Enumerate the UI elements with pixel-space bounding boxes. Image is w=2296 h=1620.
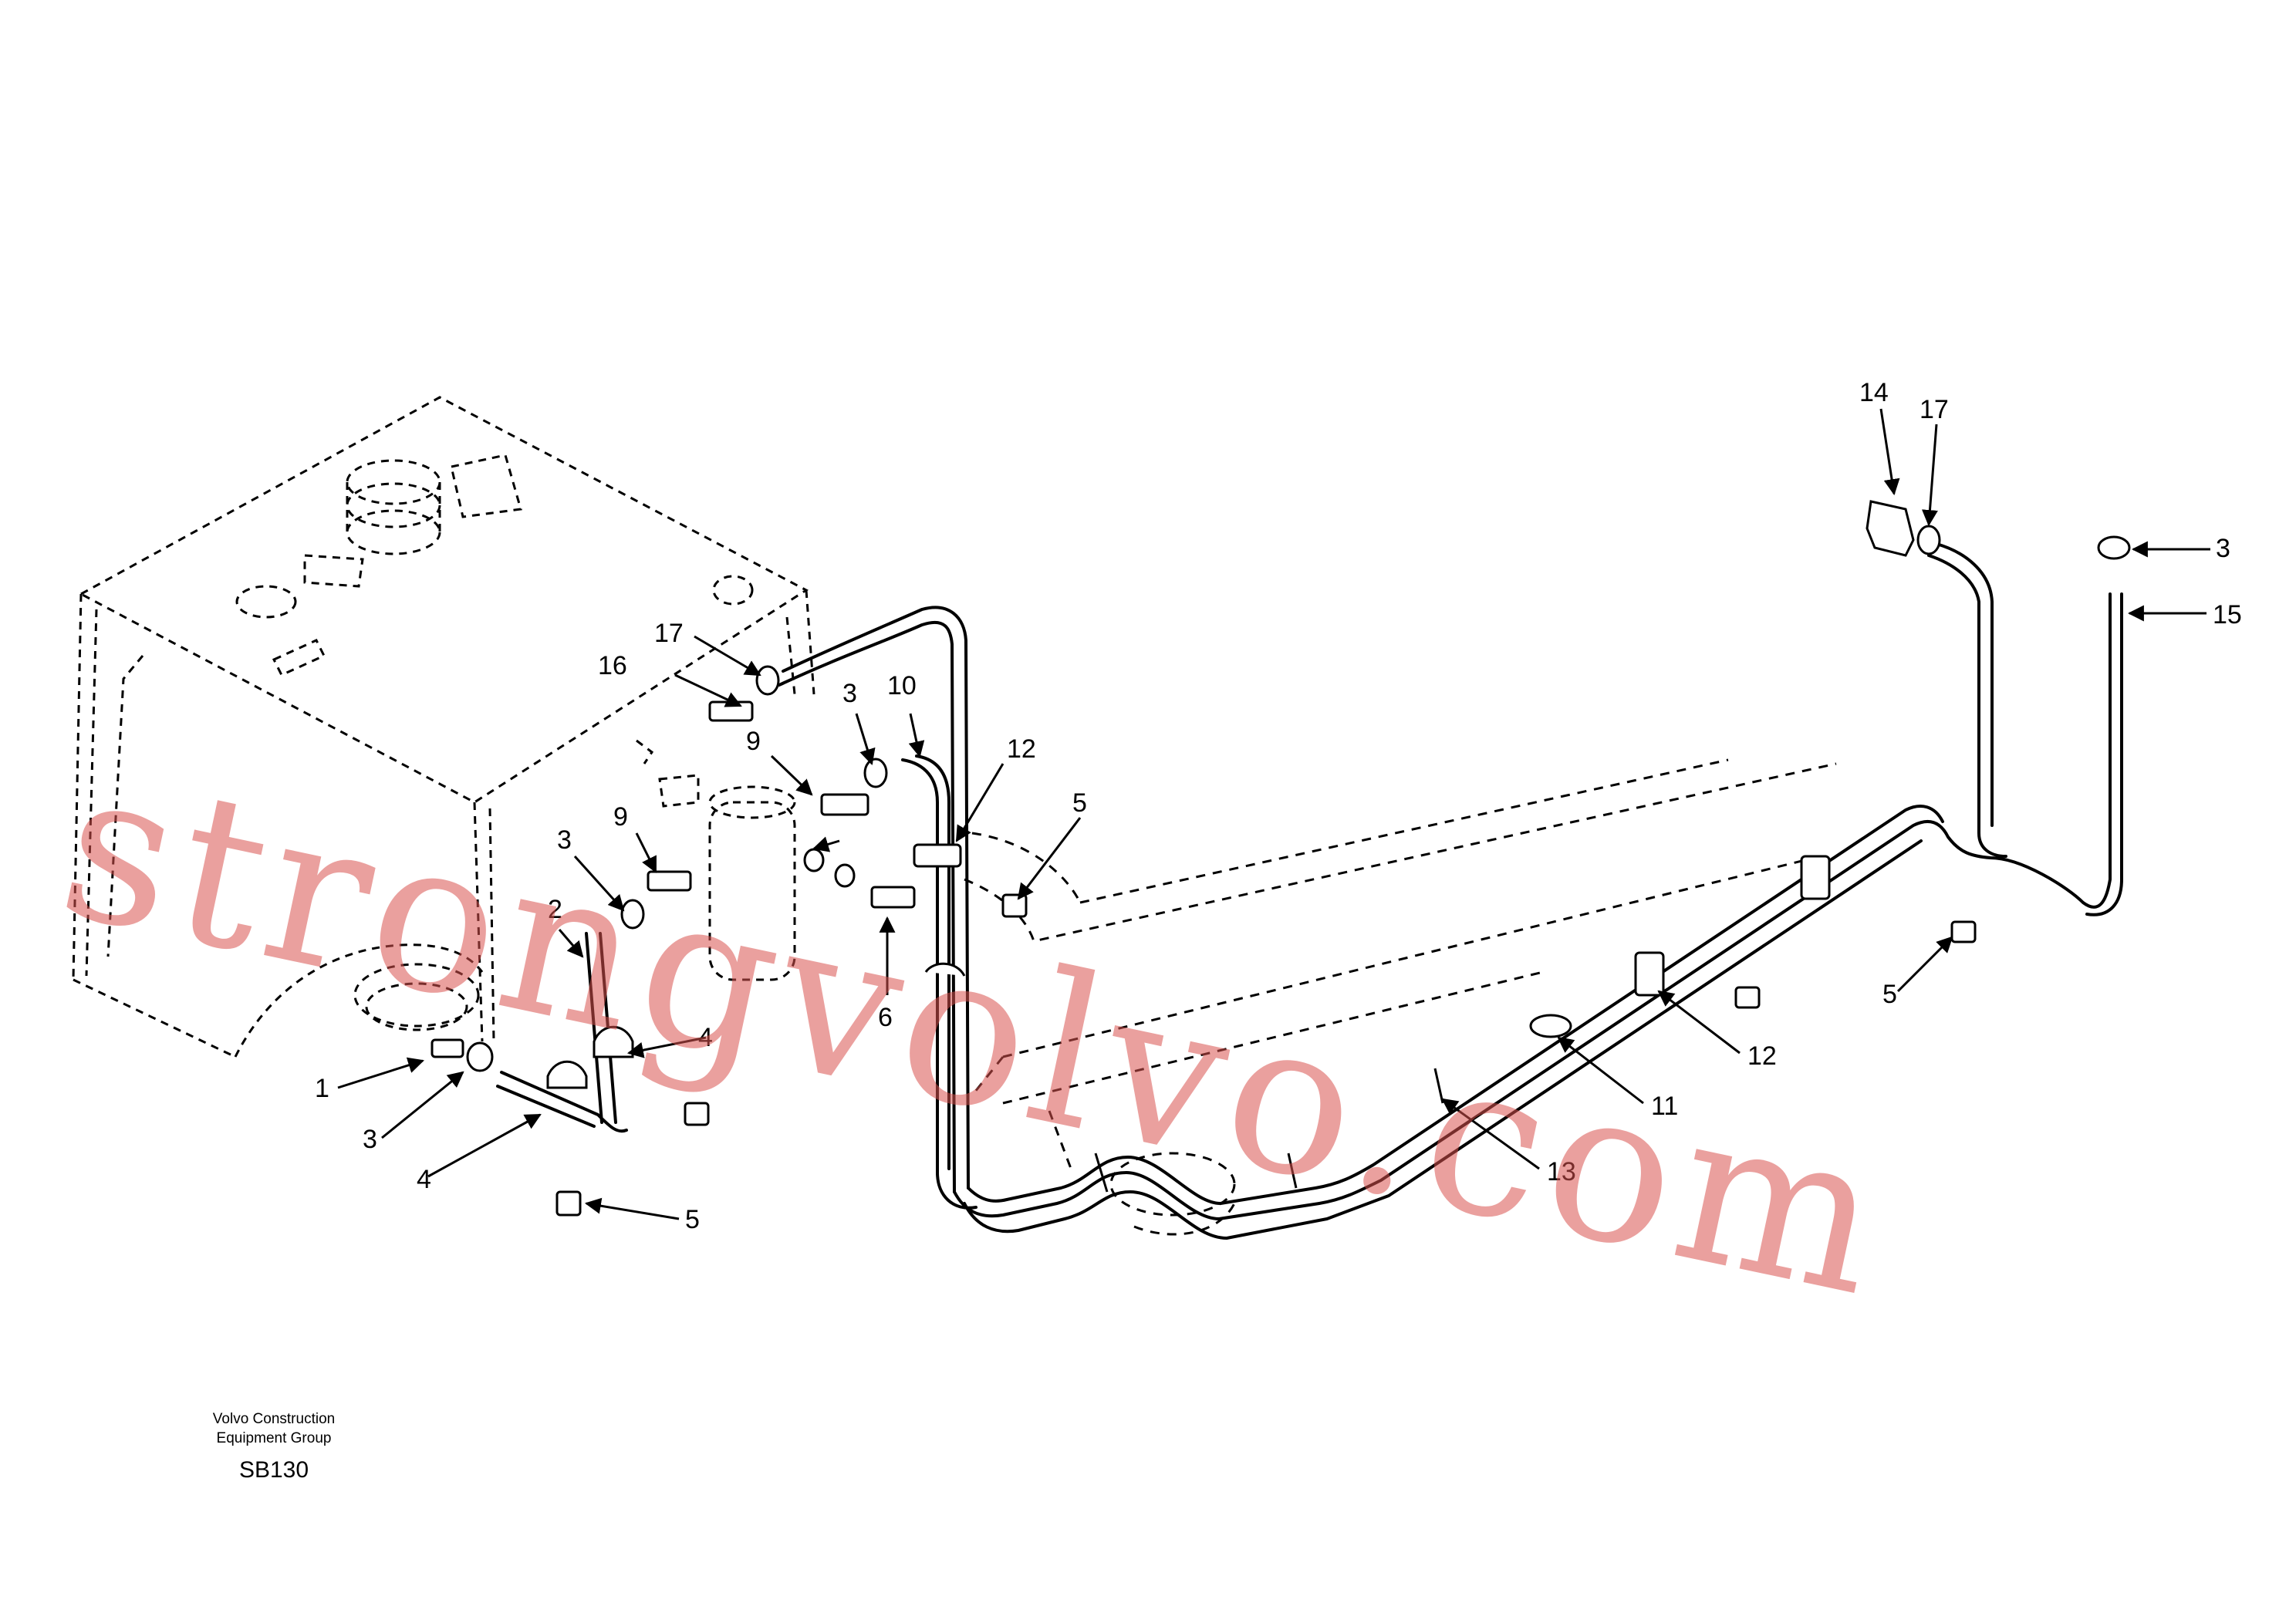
callout-3-mid: 3 — [557, 825, 572, 855]
callout-3-right: 3 — [2216, 534, 2230, 563]
hydraulic-pipes — [496, 542, 2123, 1240]
callout-15: 15 — [2213, 600, 2242, 629]
watermark-text: strongvolvo.com — [44, 721, 1908, 1344]
callout-3-top: 3 — [842, 679, 857, 708]
callout-13: 13 — [1547, 1157, 1576, 1186]
callout-4-upper: 4 — [698, 1023, 713, 1052]
callout-17-left: 17 — [654, 619, 684, 648]
callout-12-left: 12 — [1007, 734, 1036, 764]
callout-17-right: 17 — [1920, 395, 1949, 424]
hydraulic-tank-outline — [72, 396, 815, 1058]
callout-10: 10 — [887, 671, 917, 700]
footer-block: Volvo Construction Equipment Group SB130 — [213, 1411, 335, 1483]
callout-3-lower: 3 — [363, 1125, 377, 1154]
callout-5-bottom: 5 — [685, 1205, 700, 1234]
callout-11: 11 — [1651, 1092, 1678, 1121]
callout-5-mid: 5 — [1072, 788, 1087, 818]
footer-company-line2: Equipment Group — [217, 1430, 332, 1446]
callout-4-lower: 4 — [417, 1165, 431, 1194]
callout-9-mid: 9 — [746, 727, 761, 756]
fittings — [430, 500, 2131, 1217]
footer-company-line1: Volvo Construction — [213, 1411, 335, 1427]
drawing-code: SB130 — [239, 1457, 309, 1483]
callout-9-left: 9 — [613, 802, 628, 832]
callout-6: 6 — [878, 1003, 893, 1032]
callout-labels: 1 3 4 2 3 9 5 4 16 17 9 3 10 6 12 5 12 1… — [315, 378, 2242, 1234]
callout-16: 16 — [598, 651, 627, 680]
leader-lines — [337, 408, 2210, 1220]
callout-5-right: 5 — [1882, 980, 1897, 1009]
callout-1: 1 — [315, 1074, 329, 1103]
callout-12-right: 12 — [1747, 1041, 1777, 1071]
callout-2: 2 — [548, 895, 562, 924]
callout-14: 14 — [1859, 378, 1889, 407]
